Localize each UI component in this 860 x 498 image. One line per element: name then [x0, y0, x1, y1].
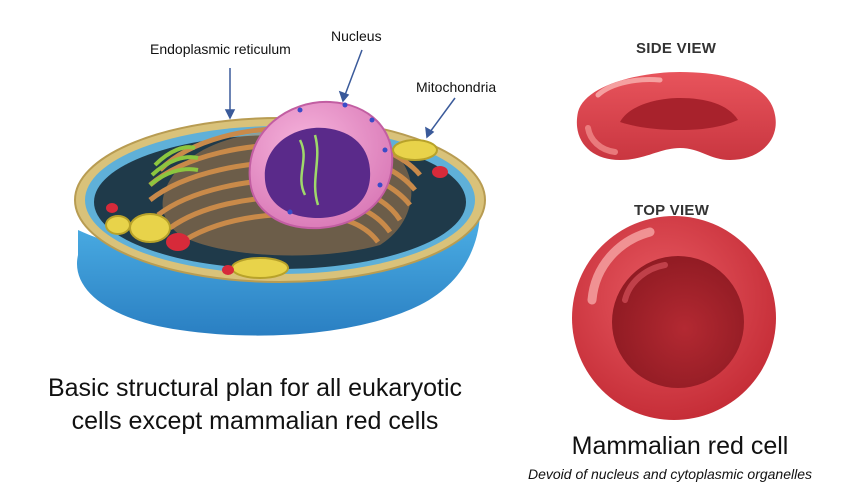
left-caption: Basic structural plan for all eukaryotic…: [20, 372, 490, 438]
top-view-title: TOP VIEW: [634, 202, 710, 219]
nucleus: [248, 100, 394, 230]
right-caption-title: Mammalian red cell: [571, 432, 789, 460]
label-endoplasmic-reticulum: Endoplasmic reticulum: [150, 41, 291, 57]
label-mitochondria: Mitochondria: [416, 79, 497, 95]
eukaryotic-cell: [74, 49, 486, 336]
left-caption-line2: cells except mammalian red cells: [71, 407, 439, 435]
rbc-top-view: [572, 216, 776, 420]
right-caption-subtitle: Devoid of nucleus and cytoplasmic organe…: [527, 466, 813, 482]
left-caption-line1: Basic structural plan for all eukaryotic: [47, 374, 463, 402]
lysosomes: [106, 166, 448, 275]
golgi-apparatus: [148, 145, 199, 187]
rbc-side-view: [576, 72, 776, 160]
mitochondria: [105, 139, 438, 279]
side-view-title: SIDE VIEW: [636, 40, 717, 57]
pointer-arrows: [224, 49, 456, 139]
label-nucleus: Nucleus: [331, 28, 382, 44]
